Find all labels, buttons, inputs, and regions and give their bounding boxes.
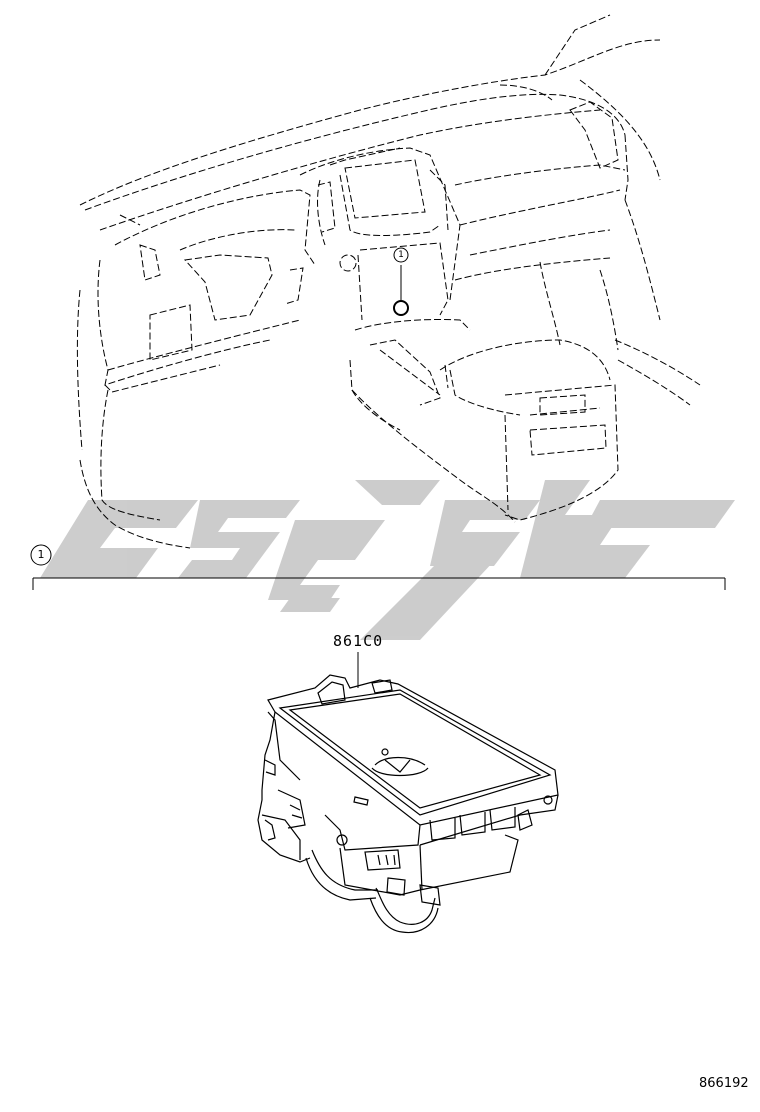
dashboard-illustration <box>76 14 701 549</box>
wireless-charger-illustration <box>257 674 559 934</box>
watermark-logo <box>40 480 735 640</box>
diagram-reference-number: 866192 <box>699 1076 749 1091</box>
part-number-label: 861C0 <box>333 632 384 650</box>
callout-number: 1 <box>37 548 45 561</box>
callout-bracket <box>30 544 726 688</box>
callout-marker-label: 1 <box>398 250 404 260</box>
